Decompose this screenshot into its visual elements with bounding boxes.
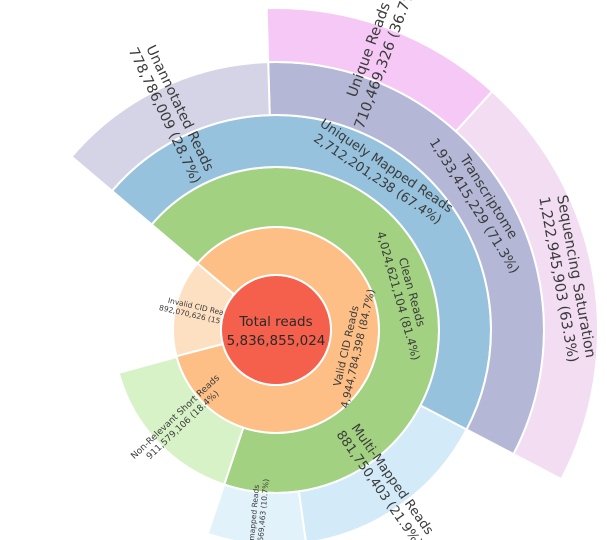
segment-unmapped[interactable] bbox=[206, 483, 307, 540]
center-name-label: Total reads bbox=[238, 314, 312, 330]
segments-layer bbox=[70, 7, 599, 540]
center-circle bbox=[220, 274, 332, 386]
segment-multi[interactable] bbox=[297, 404, 468, 540]
segment-uniquereads[interactable] bbox=[265, 7, 494, 133]
segment-saturation[interactable] bbox=[454, 89, 599, 481]
segment-nonrel[interactable] bbox=[117, 355, 245, 486]
center-value-label: 5,836,855,024 bbox=[227, 333, 326, 349]
center-node: Total reads 5,836,855,024 bbox=[220, 274, 332, 386]
